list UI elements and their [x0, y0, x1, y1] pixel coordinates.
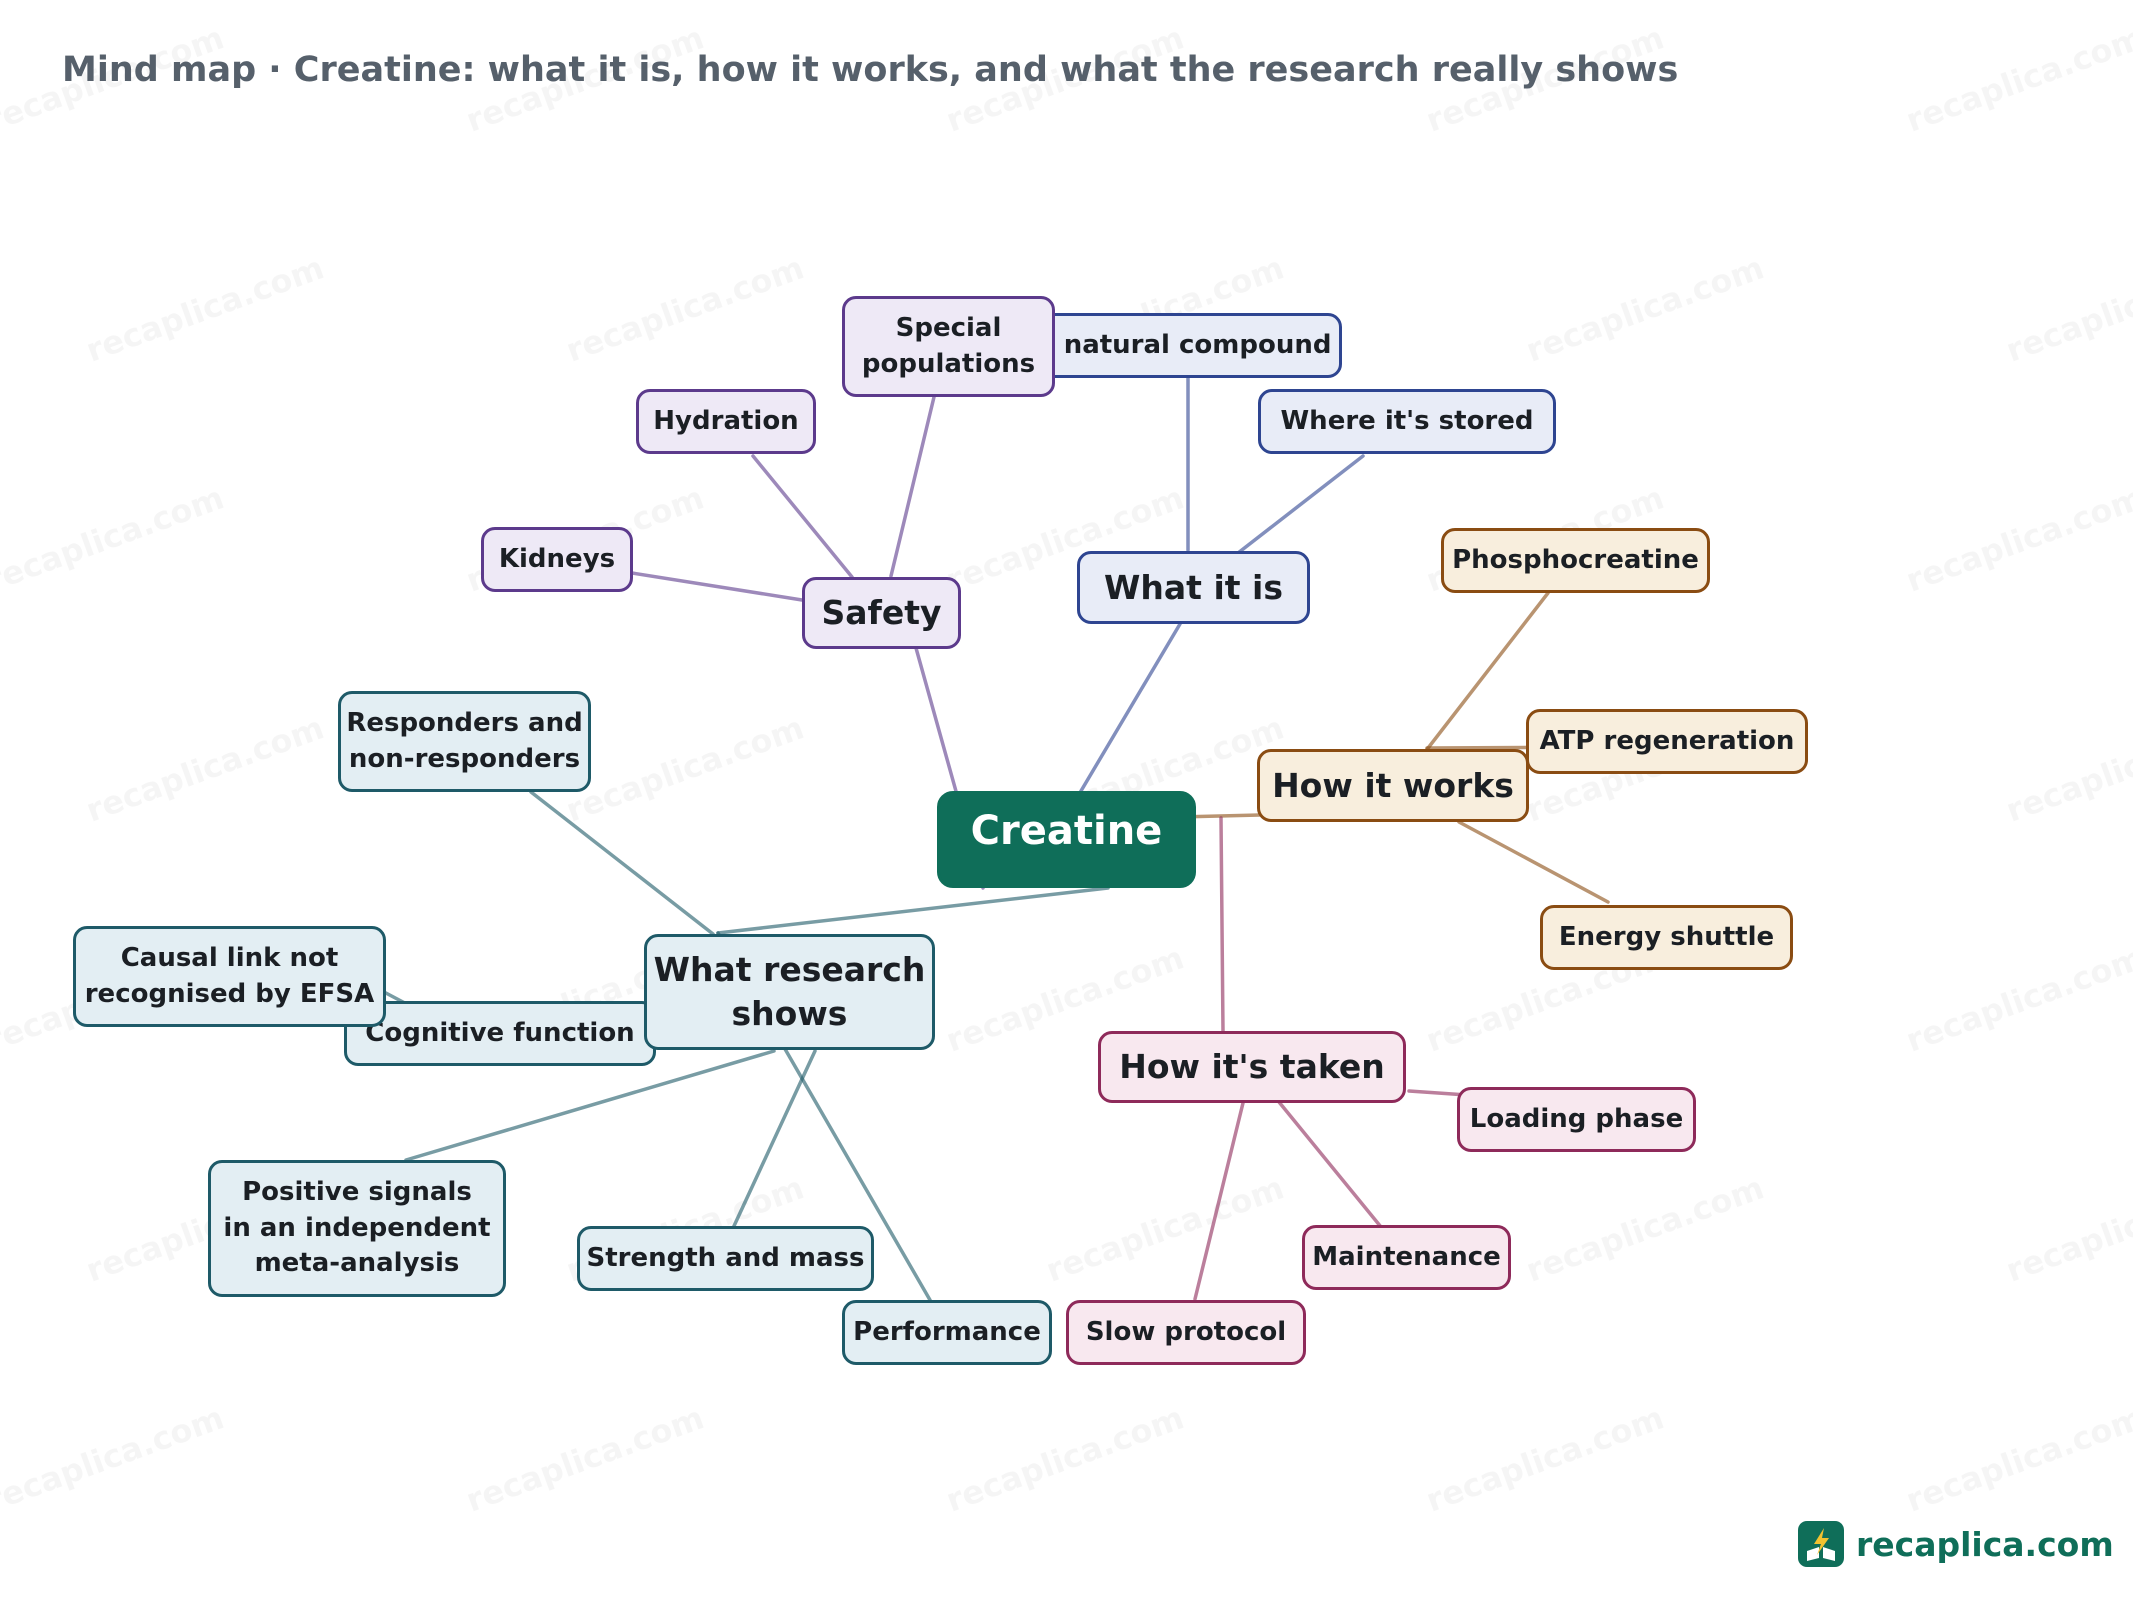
edge-center-to-what-research-shows: [716, 886, 1110, 935]
node-strength-and-mass[interactable]: Strength and mass: [577, 1226, 874, 1291]
edge-safety-to-special-populations: [889, 395, 936, 578]
node-positive-signals-in-an-independent-meta-analysis[interactable]: Positive signals in an independent meta-…: [208, 1160, 506, 1297]
edge-what-it-is-to-where-it-s-stored: [1236, 454, 1365, 555]
edge-what-research-shows-to-responders-and-non-responders: [529, 790, 715, 936]
node-phosphocreatine[interactable]: Phosphocreatine: [1441, 528, 1710, 593]
brand-footer[interactable]: recaplica.com: [1798, 1520, 2114, 1568]
branch-what-research-shows[interactable]: What research shows: [644, 934, 935, 1050]
edge-safety-to-hydration: [751, 454, 854, 579]
branch-safety[interactable]: Safety: [802, 577, 961, 649]
branch-what-it-is[interactable]: What it is: [1077, 551, 1310, 624]
node-responders-and-non-responders[interactable]: Responders and non-responders: [338, 691, 591, 792]
node-energy-shuttle[interactable]: Energy shuttle: [1540, 905, 1793, 970]
node-causal-link-not-recognised-by-efsa[interactable]: Causal link not recognised by EFSA: [73, 926, 386, 1027]
page-title: Mind map · Creatine: what it is, how it …: [62, 50, 1679, 90]
node-a-natural-compound[interactable]: A natural compound: [1024, 313, 1342, 378]
edge-how-it-works-to-energy-shuttle: [1457, 820, 1610, 904]
edge-how-it-s-taken-to-slow-protocol: [1193, 1101, 1245, 1301]
node-cognitive-function[interactable]: Cognitive function: [344, 1001, 656, 1066]
center-node[interactable]: Creatine: [937, 791, 1196, 888]
node-hydration[interactable]: Hydration: [636, 389, 816, 454]
edge-what-research-shows-to-positive-signals-in-an-independent-meta-analysis: [404, 1049, 776, 1162]
brand-name: recaplica.com: [1856, 1524, 2114, 1564]
node-performance[interactable]: Performance: [842, 1300, 1052, 1365]
node-maintenance[interactable]: Maintenance: [1302, 1225, 1511, 1290]
edge-how-it-s-taken-to-maintenance: [1277, 1100, 1383, 1229]
node-slow-protocol[interactable]: Slow protocol: [1066, 1300, 1306, 1365]
edge-center-to-how-it-s-taken: [1219, 816, 1225, 1033]
branch-how-it-works[interactable]: How it works: [1257, 749, 1529, 822]
node-atp-regeneration[interactable]: ATP regeneration: [1526, 709, 1808, 774]
branch-how-it-s-taken[interactable]: How it's taken: [1098, 1031, 1406, 1103]
node-loading-phase[interactable]: Loading phase: [1457, 1087, 1696, 1152]
node-special-populations[interactable]: Special populations: [842, 296, 1055, 397]
node-where-it-s-stored[interactable]: Where it's stored: [1258, 389, 1556, 454]
edge-how-it-works-to-phosphocreatine: [1423, 591, 1550, 754]
node-kidneys[interactable]: Kidneys: [481, 527, 633, 592]
lightning-book-logo-icon: [1798, 1521, 1844, 1567]
edge-safety-to-kidneys: [630, 571, 804, 602]
